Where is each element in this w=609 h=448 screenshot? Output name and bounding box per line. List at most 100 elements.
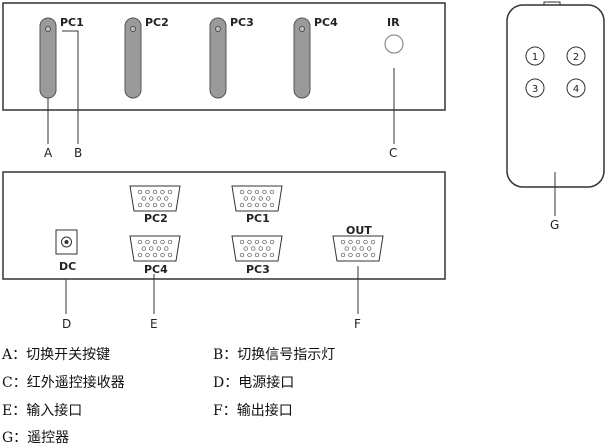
switch-pc1[interactable] [39,17,57,99]
switch-pc3[interactable] [209,17,227,99]
vga-pin [145,202,150,208]
indicator-light-pc3 [214,25,221,32]
vga-pin [262,189,267,195]
vga-ports [129,185,384,262]
vga-pin [355,252,361,258]
switch-pc4[interactable] [293,17,311,99]
remote-button-2[interactable]: 2 [566,46,586,66]
vga-pin [239,252,245,258]
switch-pc2[interactable] [124,17,142,99]
vga-pin [156,196,161,201]
dc-label: DC [59,260,76,273]
vga-pin [352,246,357,251]
remote-button-3-label: 3 [532,84,538,95]
remote-button-4[interactable]: 4 [566,78,586,98]
vga-pin [258,246,263,251]
front-panel: PC1 PC2 PC3 PC4 IR [2,2,446,144]
legend-item-c: C：红外遥控接收器 [2,375,125,391]
vga-input-pc2 [129,185,181,212]
ir-receiver [384,34,404,54]
ir-label: IR [387,16,400,29]
vga-pin [269,252,275,258]
vga-pin [254,252,260,258]
vga-pin [167,202,173,208]
vga-pin [370,252,376,258]
vga-pin [164,196,169,201]
port-label-pc2: PC2 [144,212,168,225]
vga-pin [340,239,346,245]
legend-item-g: G：遥控器 [2,430,70,446]
callout-e: E [150,317,158,331]
indicator-light-pc4 [298,25,305,32]
dc-power-port [55,229,78,255]
vga-pin [141,246,146,251]
legend-item-b: B：切换信号指示灯 [213,347,336,363]
vga-pin [266,246,271,251]
vga-pin [167,239,173,245]
vga-pin [262,239,267,245]
vga-pin [340,252,346,258]
vga-pin [152,189,158,195]
vga-pin [262,252,267,258]
kvm-switch-diagram: PC1 PC2 PC3 PC4 IR A B C DC PC2 PC1 PC4 … [2,1,605,331]
vga-pin [152,252,158,258]
remote-button-4-label: 4 [573,84,579,95]
vga-pin [254,202,260,208]
vga-pin [254,239,260,245]
vga-pin [247,189,252,195]
vga-input-pc1 [231,185,283,212]
vga-pin [247,252,252,258]
out-label: OUT [346,224,372,237]
remote-button-3[interactable]: 3 [525,78,545,98]
legend-item-e: E：输入接口 [2,403,83,419]
vga-pin [344,246,349,251]
port-label-pc3: PC3 [246,263,270,276]
vga-pin [152,239,158,245]
vga-pin [355,239,361,245]
vga-pin [348,252,353,258]
vga-pin [348,239,353,245]
vga-pin [269,189,275,195]
vga-pin [145,239,150,245]
vga-pin [167,252,173,258]
vga-pin [243,246,248,251]
vga-pin [251,246,256,251]
vga-pin [239,239,245,245]
callout-d: D [62,317,71,331]
indicator-light-pc1 [45,25,52,32]
switch-label-pc2: PC2 [145,16,169,29]
vga-pin [363,252,368,258]
vga-pin [164,246,169,251]
vga-input-pc3 [231,235,283,262]
callout-b: B [74,146,82,160]
vga-pin [239,202,245,208]
callout-g: G [550,218,559,232]
vga-pin [247,202,252,208]
vga-pin [137,239,143,245]
legend-item-d: D：电源接口 [213,375,295,391]
callout-a: A [44,146,53,160]
vga-pin [149,196,154,201]
callout-c: C [389,146,397,160]
vga-pin [137,202,143,208]
vga-pin [258,196,263,201]
vga-pin [160,239,165,245]
vga-pin [137,189,143,195]
vga-pin [141,196,146,201]
remote-button-2-label: 2 [573,52,579,63]
vga-output [332,235,384,262]
vga-pin [156,246,161,251]
vga-pin [262,202,267,208]
vga-pin [269,239,275,245]
vga-pin [359,246,364,251]
vga-pin [243,196,248,201]
legend-item-a: A：切换开关按键 [2,347,111,363]
remote-button-1[interactable]: 1 [525,46,545,66]
rear-panel: DC PC2 PC1 PC4 PC3 OUT [2,171,446,314]
vga-pin [160,252,165,258]
vga-pin [167,189,173,195]
vga-pin [160,202,165,208]
vga-pin [239,189,245,195]
vga-pin [266,196,271,201]
vga-pin [254,189,260,195]
